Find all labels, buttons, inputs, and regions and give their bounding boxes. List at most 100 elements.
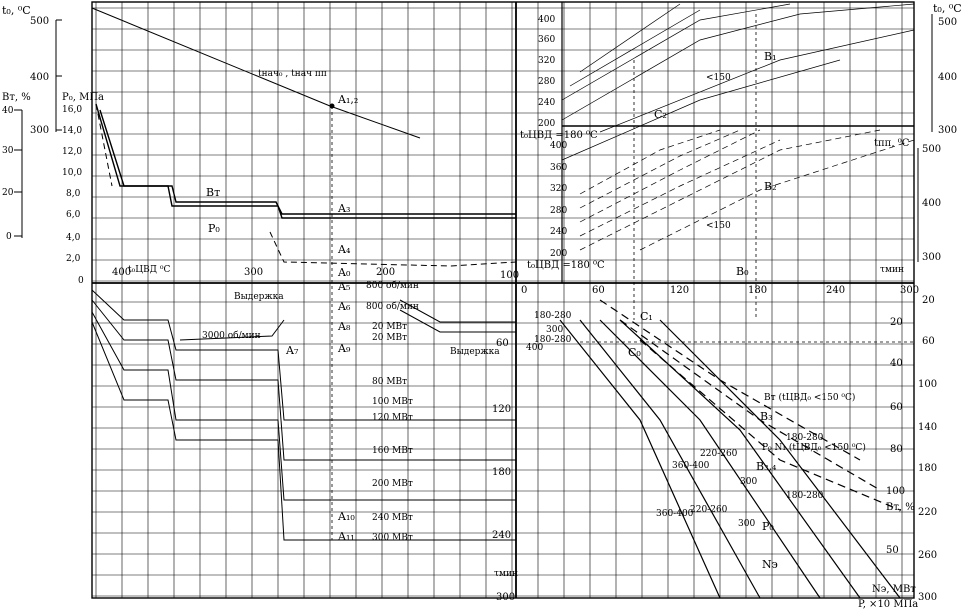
p0-left-label: P₀, МПа: [62, 92, 104, 103]
time-tick: 300: [900, 285, 919, 296]
t0-right-tick-400: 400: [938, 72, 957, 83]
label-range: 220-260: [690, 505, 728, 515]
label-bt: Вт: [206, 186, 220, 199]
power-label: 20 МВт: [372, 322, 407, 332]
label-speed-3000: 3000 об/мин: [202, 330, 261, 341]
tick: 20: [922, 295, 935, 306]
t0-right-tick-500: 500: [938, 17, 957, 28]
tick: 60: [496, 338, 509, 349]
bt-left-tick-20: 20: [2, 188, 14, 198]
time-axis-left: 400 300 200 100: [112, 267, 519, 281]
bt-bottom-tick-50: 50: [886, 545, 899, 556]
label-range: 360-400: [656, 509, 694, 519]
time-axis-right: 0 60 120 180 240 300: [521, 285, 919, 296]
inner-tick: 400: [550, 141, 567, 151]
power-labels: 20 МВт 20 МВт 80 МВт 100 МВт 120 МВт 160…: [372, 322, 413, 543]
t0-left-tick-400: 400: [30, 72, 49, 83]
tpp-right-label: tпп, ⁰C: [874, 138, 910, 149]
t0-left-tick-300: 300: [30, 125, 49, 136]
power-label: 80 МВт: [372, 377, 407, 387]
label-t-start: tнач₀ , tнач пп: [258, 69, 327, 79]
power-step-3: [91, 311, 516, 501]
label-a8: A₈: [337, 320, 351, 333]
label-p0-bottom: P₀: [762, 520, 774, 533]
inner-tcvd-label: t₀ЦВД =180 ⁰C: [520, 130, 598, 141]
upper-mid-dashed-curves: [579, 129, 915, 251]
label-a10: A₁₀: [337, 510, 355, 523]
tick: 60: [922, 336, 935, 347]
left-axes: [14, 19, 93, 283]
tick: 40: [890, 358, 903, 369]
time-tick: 400: [112, 267, 131, 278]
tick: 240: [492, 530, 511, 541]
power-label: 200 МВт: [372, 479, 413, 489]
p0-tick: 6,0: [66, 210, 81, 220]
label-b0: B₀: [736, 265, 749, 278]
inner-tick: 320: [550, 184, 567, 194]
label-range: 400: [526, 343, 543, 353]
label-vyderzhka-2: Выдержка: [450, 347, 500, 357]
p0-tick: 8,0: [66, 189, 81, 199]
power-label: 300 МВт: [372, 533, 413, 543]
label-c2: C₂: [654, 108, 667, 121]
upper-right-hatching: [561, 3, 915, 161]
lower-right-dashed-curves: [599, 299, 901, 511]
label-a0: A₀: [337, 266, 351, 279]
tick: 180: [918, 463, 937, 474]
label-p0: P₀: [208, 222, 220, 235]
label-a11: A₁₁: [337, 530, 355, 543]
p0-tick: 16,0: [62, 105, 82, 115]
bt-left-tick-40: 40: [2, 106, 14, 116]
top-inner-scale: 400 360 320 280 240 200: [538, 15, 555, 129]
label-b1: B₁: [764, 50, 777, 63]
mid-inner-scale: 400 360 320 280 240 200: [550, 141, 567, 259]
label-b2: B₂: [764, 180, 777, 193]
tick: 20: [890, 317, 903, 328]
power-label: 160 МВт: [372, 446, 413, 456]
p0-tick: 4,0: [66, 233, 81, 243]
t0-right-label: t₀, ⁰C: [933, 2, 962, 15]
bt-bottom-label: Вт, %: [886, 502, 915, 513]
bt-left-tick-30: 30: [2, 146, 14, 156]
frame: [91, 1, 915, 599]
mid-vertical-ticks: 20 40 60 80 100: [886, 317, 905, 497]
speed-line-2: [399, 309, 516, 333]
p0-left-ticks: 16,0 14,0 12,0 10,0 8,0 6,0 4,0 2,0 0: [62, 105, 84, 286]
label-range: 180-280: [534, 311, 572, 321]
p0-tick: 10,0: [62, 168, 82, 178]
label-a7: A₇: [285, 344, 299, 357]
right-axes: [917, 14, 933, 262]
label-range: 180-280: [786, 491, 824, 501]
power-step-2: [91, 299, 516, 461]
inner-tick: 280: [538, 77, 555, 87]
power-label: 240 МВт: [372, 513, 413, 523]
tick: 80: [890, 444, 903, 455]
tcvd-bottom-label: t₀ЦВД =180 ⁰C: [527, 260, 605, 271]
label-a3: A₃: [337, 202, 350, 215]
background-grid: [92, 2, 914, 598]
time-tick: 100: [500, 270, 519, 281]
tau-min-mid: τмин: [494, 569, 518, 579]
cooling-dashed: [269, 231, 517, 267]
p0-tick: 2,0: [66, 254, 81, 264]
lower-right-curves: [559, 319, 901, 599]
speed-3000-line: [179, 319, 285, 341]
t0-right-tick-300: 300: [938, 125, 957, 136]
tick: 100: [918, 379, 937, 390]
inner-tick: 360: [550, 163, 567, 173]
power-label: 120 МВт: [372, 413, 413, 423]
label-a9: A₉: [337, 342, 351, 355]
time-tick: 200: [376, 267, 395, 278]
label-b3: B₃: [760, 410, 773, 423]
power-label: 100 МВт: [372, 397, 413, 407]
p0-tick: 0: [78, 276, 84, 286]
time-tick: 0: [521, 285, 527, 296]
time-tick: 300: [244, 267, 263, 278]
bt-staircase: [99, 109, 516, 215]
inner-tick: 240: [550, 227, 567, 237]
p0-tick: 14,0: [62, 126, 82, 136]
speed-line-1: [399, 299, 516, 323]
tcvd-left-label: t₀ЦВД ⁰C: [128, 265, 170, 275]
tick: 260: [918, 550, 937, 561]
